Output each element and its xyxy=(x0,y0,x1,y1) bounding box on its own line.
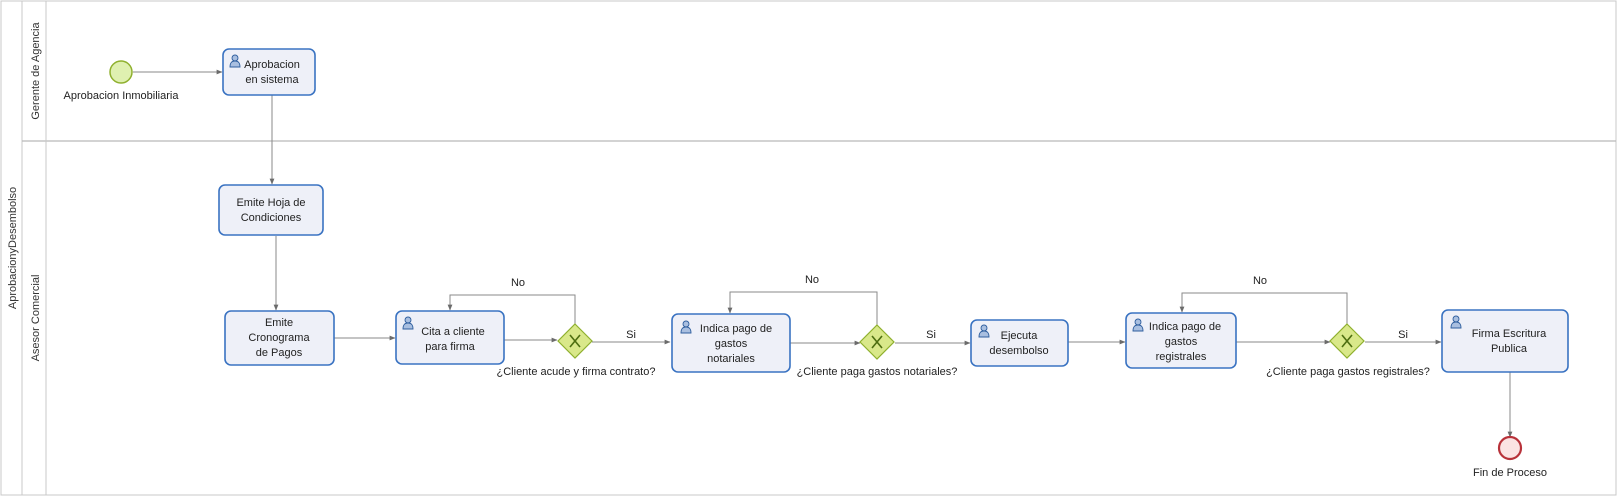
sequence-flows xyxy=(133,69,1513,438)
gateway-g1-question: ¿Cliente acude y firma contrato? xyxy=(497,366,656,378)
start-event[interactable]: Aprobacion Inmobiliaria xyxy=(64,60,180,102)
task-cronograma-line-1: Emite xyxy=(265,317,293,329)
task-hoja-condiciones[interactable]: Emite Hoja de Condiciones xyxy=(218,184,324,236)
task-gastos-registrales-line-3: registrales xyxy=(1156,351,1207,363)
gateway-g3[interactable] xyxy=(1329,323,1365,359)
task-cronograma-line-3: de Pagos xyxy=(256,347,303,359)
flow-g2-no xyxy=(727,291,878,325)
gateway-g3-yes-label: Si xyxy=(1398,329,1408,341)
task-gastos-notariales[interactable]: Indica pago de gastos notariales xyxy=(671,313,791,373)
lane-name-asesor: Asesor Comercial xyxy=(30,275,42,362)
gateway-g3-question: ¿Cliente paga gastos registrales? xyxy=(1266,366,1430,378)
task-ejecuta-desembolso[interactable]: Ejecuta desembolso xyxy=(970,319,1069,367)
task-aprobacion-sistema[interactable]: Aprobacion en sistema xyxy=(222,48,316,96)
task-gastos-notariales-line-3: notariales xyxy=(707,353,755,365)
task-cronograma[interactable]: Emite Cronograma de Pagos xyxy=(224,310,335,366)
task-gastos-registrales[interactable]: Indica pago de gastos registrales xyxy=(1125,312,1237,369)
task-gastos-registrales-line-1: Indica pago de xyxy=(1149,321,1221,333)
task-firma-escritura[interactable]: Firma Escritura Publica xyxy=(1441,309,1569,373)
gateway-g3-no-label: No xyxy=(1253,275,1267,287)
task-cronograma-line-2: Cronograma xyxy=(248,332,310,344)
task-firma-escritura-line-2: Publica xyxy=(1491,343,1528,355)
lane-name-gerente: Gerente de Agencia xyxy=(30,22,42,120)
task-ejecuta-desembolso-line-2: desembolso xyxy=(989,345,1048,357)
task-aprobacion-sistema-line-1: Aprobacion xyxy=(244,59,300,71)
gateway-g2-yes-label: Si xyxy=(926,329,936,341)
gateway-g1-no-label: No xyxy=(511,277,525,289)
pool-name: AprobacionyDesembolso xyxy=(7,187,19,309)
task-aprobacion-sistema-line-2: en sistema xyxy=(245,74,299,86)
task-gastos-registrales-line-2: gastos xyxy=(1165,336,1198,348)
task-hoja-condiciones-line-2: Condiciones xyxy=(241,212,302,224)
end-event-label: Fin de Proceso xyxy=(1473,467,1547,479)
task-firma-escritura-line-1: Firma Escritura xyxy=(1472,328,1547,340)
task-hoja-condiciones-line-1: Emite Hoja de xyxy=(236,197,305,209)
gateway-g2-no-label: No xyxy=(805,274,819,286)
gateway-g1[interactable] xyxy=(557,323,593,359)
start-event-label: Aprobacion Inmobiliaria xyxy=(64,90,180,102)
gateway-g2-question: ¿Cliente paga gastos notariales? xyxy=(797,366,958,378)
gateway-g1-yes-label: Si xyxy=(626,329,636,341)
task-cita-cliente-line-1: Cita a cliente xyxy=(421,326,485,338)
task-cita-cliente-line-2: para firma xyxy=(425,341,475,353)
gateway-g2[interactable] xyxy=(859,324,895,360)
lane-asesor: Asesor Comercial xyxy=(30,275,42,362)
task-ejecuta-desembolso-line-1: Ejecuta xyxy=(1001,330,1039,342)
task-gastos-notariales-line-2: gastos xyxy=(715,338,748,350)
lane-gerente: Gerente de Agencia xyxy=(22,1,1616,495)
task-gastos-notariales-line-1: Indica pago de xyxy=(700,323,772,335)
task-cita-cliente[interactable]: Cita a cliente para firma xyxy=(395,310,505,365)
end-event[interactable]: Fin de Proceso xyxy=(1473,435,1547,479)
flow-g1-no xyxy=(447,294,576,324)
flow-g3-no xyxy=(1179,292,1348,324)
